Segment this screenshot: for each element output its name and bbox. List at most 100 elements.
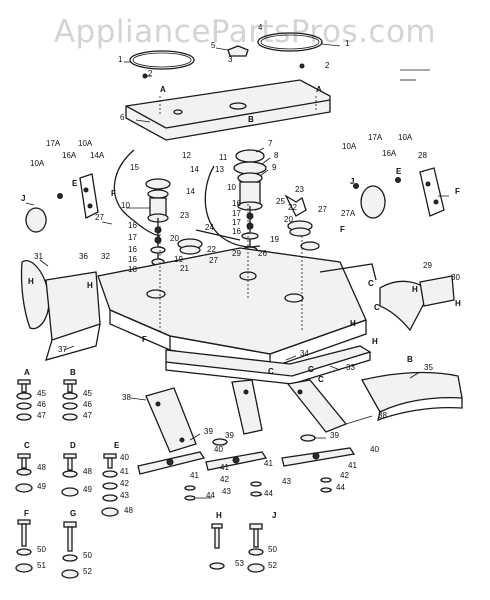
callout-c-44b: 44 (264, 489, 273, 498)
callout-c-15: 15 (130, 163, 139, 172)
callout-c-16A: 16A (62, 151, 77, 160)
callout-c-C4: C (308, 365, 314, 374)
callout-c-40b: 40 (214, 445, 223, 454)
callout-c-17Ar: 17A (368, 133, 383, 142)
callout-c-C1: C (368, 279, 374, 288)
callout-c-22r: 22 (288, 203, 297, 212)
callout-c-38b: 38 (378, 411, 387, 420)
callout-c-27l: 27 (95, 213, 104, 222)
callout-c-50b: 50 (83, 551, 92, 560)
callout-c-29m: 29 (232, 249, 241, 258)
leader-lines (25, 43, 449, 499)
callout-c-39b: 39 (225, 431, 234, 440)
callout-c-3: 3 (228, 55, 233, 64)
callout-c-J1: J (21, 194, 25, 203)
callout-c-49a: 49 (37, 482, 46, 491)
callout-c-A1: A (160, 85, 166, 94)
callout-c-51: 51 (37, 561, 46, 570)
callout-c-26: 26 (258, 249, 267, 258)
callout-c-14a: 14 (190, 165, 199, 174)
callout-c-42c: 42 (340, 471, 349, 480)
hardware-stacks (15, 379, 332, 579)
callout-c-43b: 43 (222, 487, 231, 496)
callout-c-A2: A (316, 85, 322, 94)
callout-c-41d: 41 (264, 459, 273, 468)
callout-c-18: 18 (128, 265, 137, 274)
callout-c-13: 13 (215, 165, 224, 174)
callout-c-12: 12 (182, 151, 191, 160)
callout-c-16Ar: 16A (382, 149, 397, 158)
callout-c-37: 37 (58, 345, 67, 354)
callout-c-53: 53 (235, 559, 244, 568)
callout-c-20r: 20 (284, 215, 293, 224)
callout-c-45b: 45 (83, 389, 92, 398)
rear-baffle (361, 371, 463, 422)
callout-c-27m: 27 (209, 256, 218, 265)
callout-c-5: 5 (211, 41, 216, 50)
callout-c-39a: 39 (204, 427, 213, 436)
callout-c-43a: 43 (120, 491, 129, 500)
callout-c-19a: 19 (174, 255, 183, 264)
callout-c-16b: 16 (128, 245, 137, 254)
center-spindle (204, 149, 267, 262)
callout-c-H1: H (28, 277, 34, 286)
callout-c-30: 30 (451, 273, 460, 282)
callout-c-J3: J (272, 511, 276, 520)
callout-c-17m: 17 (232, 209, 241, 218)
callout-c-40c: 40 (370, 445, 379, 454)
callout-c-48c: 48 (124, 506, 133, 515)
callout-c-F1: F (111, 189, 116, 198)
callout-c-10A: 10A (78, 139, 93, 148)
callout-c-22l: 22 (207, 245, 216, 254)
discharge-chute-left (20, 260, 101, 361)
callout-c-29r: 29 (423, 261, 432, 270)
callout-c-2a: 2 (148, 69, 153, 78)
callout-c-41c: 41 (220, 463, 229, 472)
callout-c-41a: 41 (120, 467, 129, 476)
callout-c-F4: F (142, 335, 147, 344)
callout-c-50a: 50 (37, 545, 46, 554)
callout-c-48a: 48 (37, 463, 46, 472)
callout-c-43c: 43 (282, 477, 291, 486)
callout-c-8: 8 (274, 151, 279, 160)
callout-c-35: 35 (424, 363, 433, 372)
callout-c-19m: 19 (270, 235, 279, 244)
callout-c-F2: F (455, 187, 460, 196)
callout-c-41e: 41 (348, 461, 357, 470)
callout-c-52b: 52 (268, 561, 277, 570)
top-cover (125, 79, 331, 141)
callout-c-27A: 27A (341, 209, 356, 218)
callout-c-D: D (70, 441, 76, 450)
callout-c-7: 7 (268, 139, 273, 148)
callout-c-10Ab: 10A (30, 159, 45, 168)
callout-c-E1: E (72, 179, 78, 188)
callout-c-52a: 52 (83, 567, 92, 576)
callout-c-42b: 42 (220, 475, 229, 484)
callout-c-33: 33 (346, 363, 355, 372)
callout-c-H3: H (412, 285, 418, 294)
callout-c-45a: 45 (37, 389, 46, 398)
callout-c-H2: H (87, 281, 93, 290)
top-gaskets (129, 32, 323, 79)
callout-c-H4: H (455, 299, 461, 308)
callout-c-21: 21 (180, 264, 189, 273)
callout-c-17m2: 17 (232, 218, 241, 227)
callout-c-6: 6 (120, 113, 125, 122)
callout-c-B: B (248, 115, 254, 124)
callout-c-25: 25 (276, 197, 285, 206)
callout-c-H6: H (372, 337, 378, 346)
callout-c-17a: 17 (128, 233, 137, 242)
callout-c-1a: 1 (118, 55, 123, 64)
callout-c-17A: 17A (46, 139, 61, 148)
callout-c-1b: 1 (345, 39, 350, 48)
callout-c-41b: 41 (190, 471, 199, 480)
callout-c-B3: B (70, 368, 76, 377)
callout-c-49b: 49 (83, 485, 92, 494)
callout-c-14b: 14 (186, 187, 195, 196)
callout-c-10l: 10 (121, 201, 130, 210)
callout-c-34: 34 (300, 349, 309, 358)
callout-c-42a: 42 (120, 479, 129, 488)
